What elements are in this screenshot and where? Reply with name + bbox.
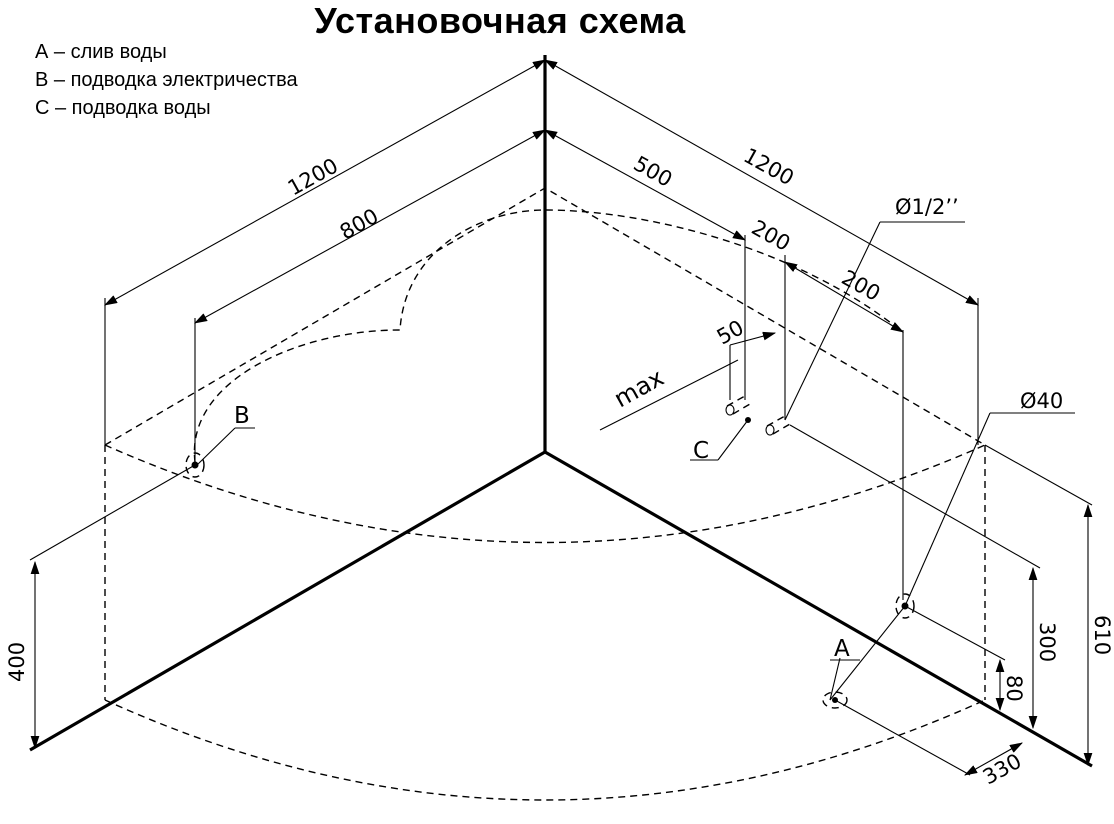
marker-c: C xyxy=(693,438,709,464)
drain-diameter-label: Ø40 xyxy=(1020,389,1063,413)
connection-points xyxy=(185,395,915,709)
water-point-c xyxy=(745,417,751,423)
electric-point-b xyxy=(185,452,205,478)
walls xyxy=(29,55,1093,768)
marker-a: A xyxy=(834,636,850,662)
marker-b: B xyxy=(234,403,250,429)
dim-80: 80 xyxy=(1002,675,1026,702)
dim-400: 400 xyxy=(5,642,29,682)
dim-330: 330 xyxy=(979,749,1026,789)
pipe-right xyxy=(765,415,791,436)
page-title: Установочная схема xyxy=(314,0,686,41)
drain-point-a xyxy=(822,691,848,709)
max-label: max xyxy=(609,363,668,413)
dim-500: 500 xyxy=(630,151,677,191)
dim-right-1200: 1200 xyxy=(740,143,798,190)
pipe-left xyxy=(725,395,751,416)
pipe-diameter-label: Ø1/2’’ xyxy=(895,195,959,219)
dimension-lines xyxy=(29,59,1093,776)
legend-item-a: А – слив воды xyxy=(35,41,167,63)
dim-200a: 200 xyxy=(748,215,795,255)
dim-left-800: 800 xyxy=(336,204,383,244)
drain-point xyxy=(895,593,915,619)
dim-610: 610 xyxy=(1090,615,1114,655)
dim-50: 50 xyxy=(713,315,748,349)
dim-left-1200: 1200 xyxy=(284,153,342,200)
dim-200b: 200 xyxy=(838,265,885,305)
dim-300: 300 xyxy=(1035,622,1059,662)
